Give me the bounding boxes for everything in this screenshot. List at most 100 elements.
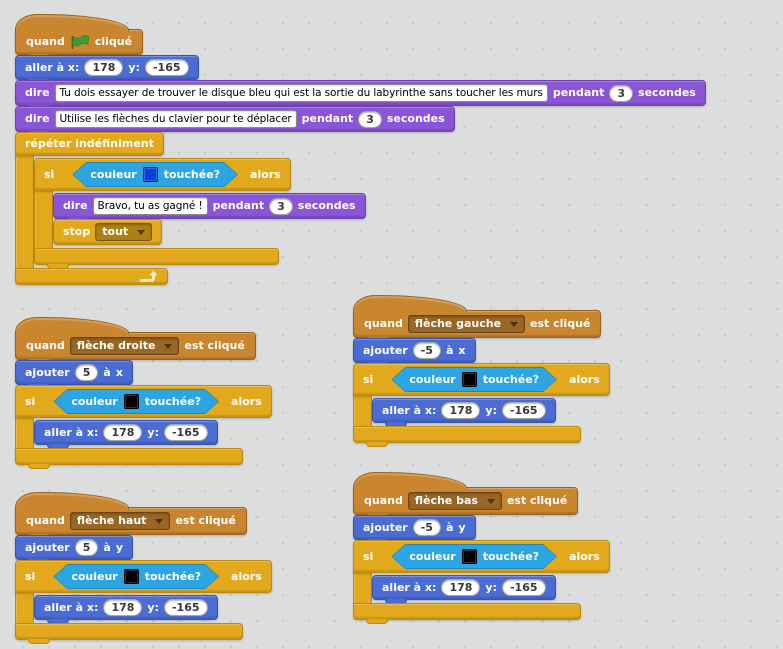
block-goto-xy[interactable]: aller à x: 178 y: -165 (34, 595, 218, 624)
block-if-black[interactable]: si couleur touchée? alors aller à x: 178 (353, 540, 610, 624)
key-value: flèche gauche (414, 317, 502, 330)
color-swatch-black[interactable] (462, 549, 477, 564)
condition-color-touching[interactable]: couleur touchée? (72, 162, 238, 187)
if-top[interactable]: si couleur touchée? alors (15, 560, 272, 593)
key-dropdown[interactable]: flèche haut (69, 512, 171, 530)
if-bottom-arm[interactable] (15, 448, 243, 469)
if-spine[interactable] (34, 190, 53, 249)
if-top[interactable]: si couleur touchée? alors (34, 158, 291, 191)
hat-row[interactable]: quand flèche bas est cliqué (353, 487, 579, 519)
to-label: à (445, 520, 454, 534)
forever-bottom-arm[interactable] (15, 268, 168, 285)
step-input[interactable]: 5 (74, 364, 99, 381)
forever-top[interactable]: répéter indéfiniment (15, 132, 164, 156)
if-label: si (363, 372, 374, 386)
block-goto-xy[interactable]: aller à x: 178 y: -165 (372, 398, 556, 427)
block-if-black[interactable]: si couleur touchée? alors aller à x: 178 (353, 363, 610, 447)
goto-x-input[interactable]: 178 (103, 424, 143, 441)
if-bottom-arm[interactable] (353, 426, 581, 447)
if-top[interactable]: si couleur touchée? alors (353, 363, 610, 396)
goto-y-input[interactable]: -165 (163, 599, 208, 616)
color-swatch-blue[interactable] (143, 167, 158, 182)
block-goto-xy[interactable]: aller à x: 178 y: -165 (34, 420, 218, 449)
hat-row[interactable]: quand flèche gauche est cliqué (353, 310, 602, 342)
if-label: si (25, 394, 36, 408)
block-stop[interactable]: stop tout (53, 219, 163, 245)
goto-label-x: aller à x: (25, 60, 80, 74)
block-say-intro1[interactable]: dire Tu dois essayer de trouver le disqu… (15, 80, 706, 110)
say-duration-input[interactable]: 3 (269, 197, 293, 215)
if-spine[interactable] (353, 395, 372, 427)
key-dropdown[interactable]: flèche bas (407, 492, 502, 510)
say-duration-input[interactable]: 3 (609, 84, 634, 102)
block-when-key-right[interactable]: quand flèche droite est cliqué (15, 317, 272, 364)
hat-row[interactable]: quand cliqué (15, 29, 144, 59)
hat-row[interactable]: quand flèche haut est cliqué (15, 507, 247, 539)
block-say-intro2[interactable]: dire Utilise les flèches du clavier pour… (15, 106, 455, 136)
clicked-label: cliqué (94, 35, 133, 48)
goto-x-input[interactable]: 178 (441, 579, 481, 596)
block-if-black[interactable]: si couleur touchée? alors aller à x: 178 (15, 560, 272, 644)
hat-cap (15, 492, 129, 509)
if-bottom-arm[interactable] (15, 623, 243, 644)
say-text-input[interactable]: Bravo, tu as gagné ! (92, 197, 208, 215)
if-bottom-arm[interactable] (353, 603, 581, 624)
block-when-key-down[interactable]: quand flèche bas est cliqué (353, 472, 610, 519)
if-spine[interactable] (353, 572, 372, 604)
if-top[interactable]: si couleur touchée? alors (353, 540, 610, 573)
block-if-black[interactable]: si couleur touchée? alors aller à x: 178 (15, 385, 272, 469)
if-bottom-arm[interactable] (34, 248, 279, 269)
block-when-key-up[interactable]: quand flèche haut est cliqué (15, 492, 272, 539)
color-swatch-black[interactable] (124, 394, 139, 409)
say-text-input[interactable]: Utilise les flèches du clavier pour te d… (54, 110, 297, 128)
step-input[interactable]: -5 (412, 342, 441, 359)
for-label: pendant (552, 86, 605, 99)
hat-row[interactable]: quand flèche droite est cliqué (15, 332, 256, 364)
say-text-input[interactable]: Tu dois essayer de trouver le disque ble… (54, 84, 548, 102)
block-goto-xy[interactable]: aller à x: 178 y: -165 (372, 575, 556, 604)
when-label: quand (26, 339, 65, 352)
condition-color-touching[interactable]: couleur touchée? (391, 367, 557, 392)
goto-y-input[interactable]: -165 (501, 402, 546, 419)
if-spine[interactable] (15, 592, 34, 624)
condition-color-touching[interactable]: couleur touchée? (53, 389, 219, 414)
goto-x-input[interactable]: 178 (84, 59, 124, 76)
block-change-y[interactable]: ajouter -5 à y (353, 515, 476, 544)
step-input[interactable]: 5 (74, 539, 99, 556)
script-arrow-left: quand flèche gauche est cliqué ajouter -… (353, 295, 610, 447)
if-top[interactable]: si couleur touchée? alors (15, 385, 272, 418)
goto-y-input[interactable]: -165 (144, 59, 189, 76)
if-spine[interactable] (15, 417, 34, 449)
goto-label-y: y: (147, 425, 159, 439)
condition-color-touching[interactable]: couleur touchée? (53, 564, 219, 589)
block-change-y[interactable]: ajouter 5 à y (15, 535, 133, 564)
say-duration-input[interactable]: 3 (358, 110, 382, 128)
block-goto-xy[interactable]: aller à x: 178 y: -165 (15, 55, 199, 84)
hat-cap (353, 295, 467, 312)
then-label: alors (569, 372, 600, 386)
hat-cap (15, 14, 129, 31)
block-if-blue[interactable]: si couleur touchée? alors (34, 158, 366, 269)
color-swatch-black[interactable] (462, 372, 477, 387)
block-when-key-left[interactable]: quand flèche gauche est cliqué (353, 295, 610, 342)
step-input[interactable]: -5 (412, 519, 441, 536)
key-dropdown[interactable]: flèche gauche (407, 315, 526, 333)
block-say-win[interactable]: dire Bravo, tu as gagné ! pendant 3 seco… (53, 193, 366, 223)
goto-label-y: y: (128, 60, 140, 74)
loop-arrow-icon (139, 270, 158, 283)
condition-color-touching[interactable]: couleur touchée? (391, 544, 557, 569)
key-dropdown[interactable]: flèche droite (69, 337, 180, 355)
goto-y-input[interactable]: -165 (163, 424, 208, 441)
stop-option-dropdown[interactable]: tout (95, 223, 153, 241)
goto-x-input[interactable]: 178 (103, 599, 143, 616)
forever-spine[interactable] (15, 155, 34, 269)
block-when-flag-clicked[interactable]: quand cliqué (15, 14, 706, 59)
block-change-x[interactable]: ajouter 5 à x (15, 360, 133, 389)
color-label: couleur (90, 168, 137, 181)
block-forever[interactable]: répéter indéfiniment si couleur touchée? (15, 132, 366, 285)
goto-y-input[interactable]: -165 (501, 579, 546, 596)
block-change-x[interactable]: ajouter -5 à x (353, 338, 476, 367)
color-swatch-black[interactable] (124, 569, 139, 584)
goto-x-input[interactable]: 178 (441, 402, 481, 419)
